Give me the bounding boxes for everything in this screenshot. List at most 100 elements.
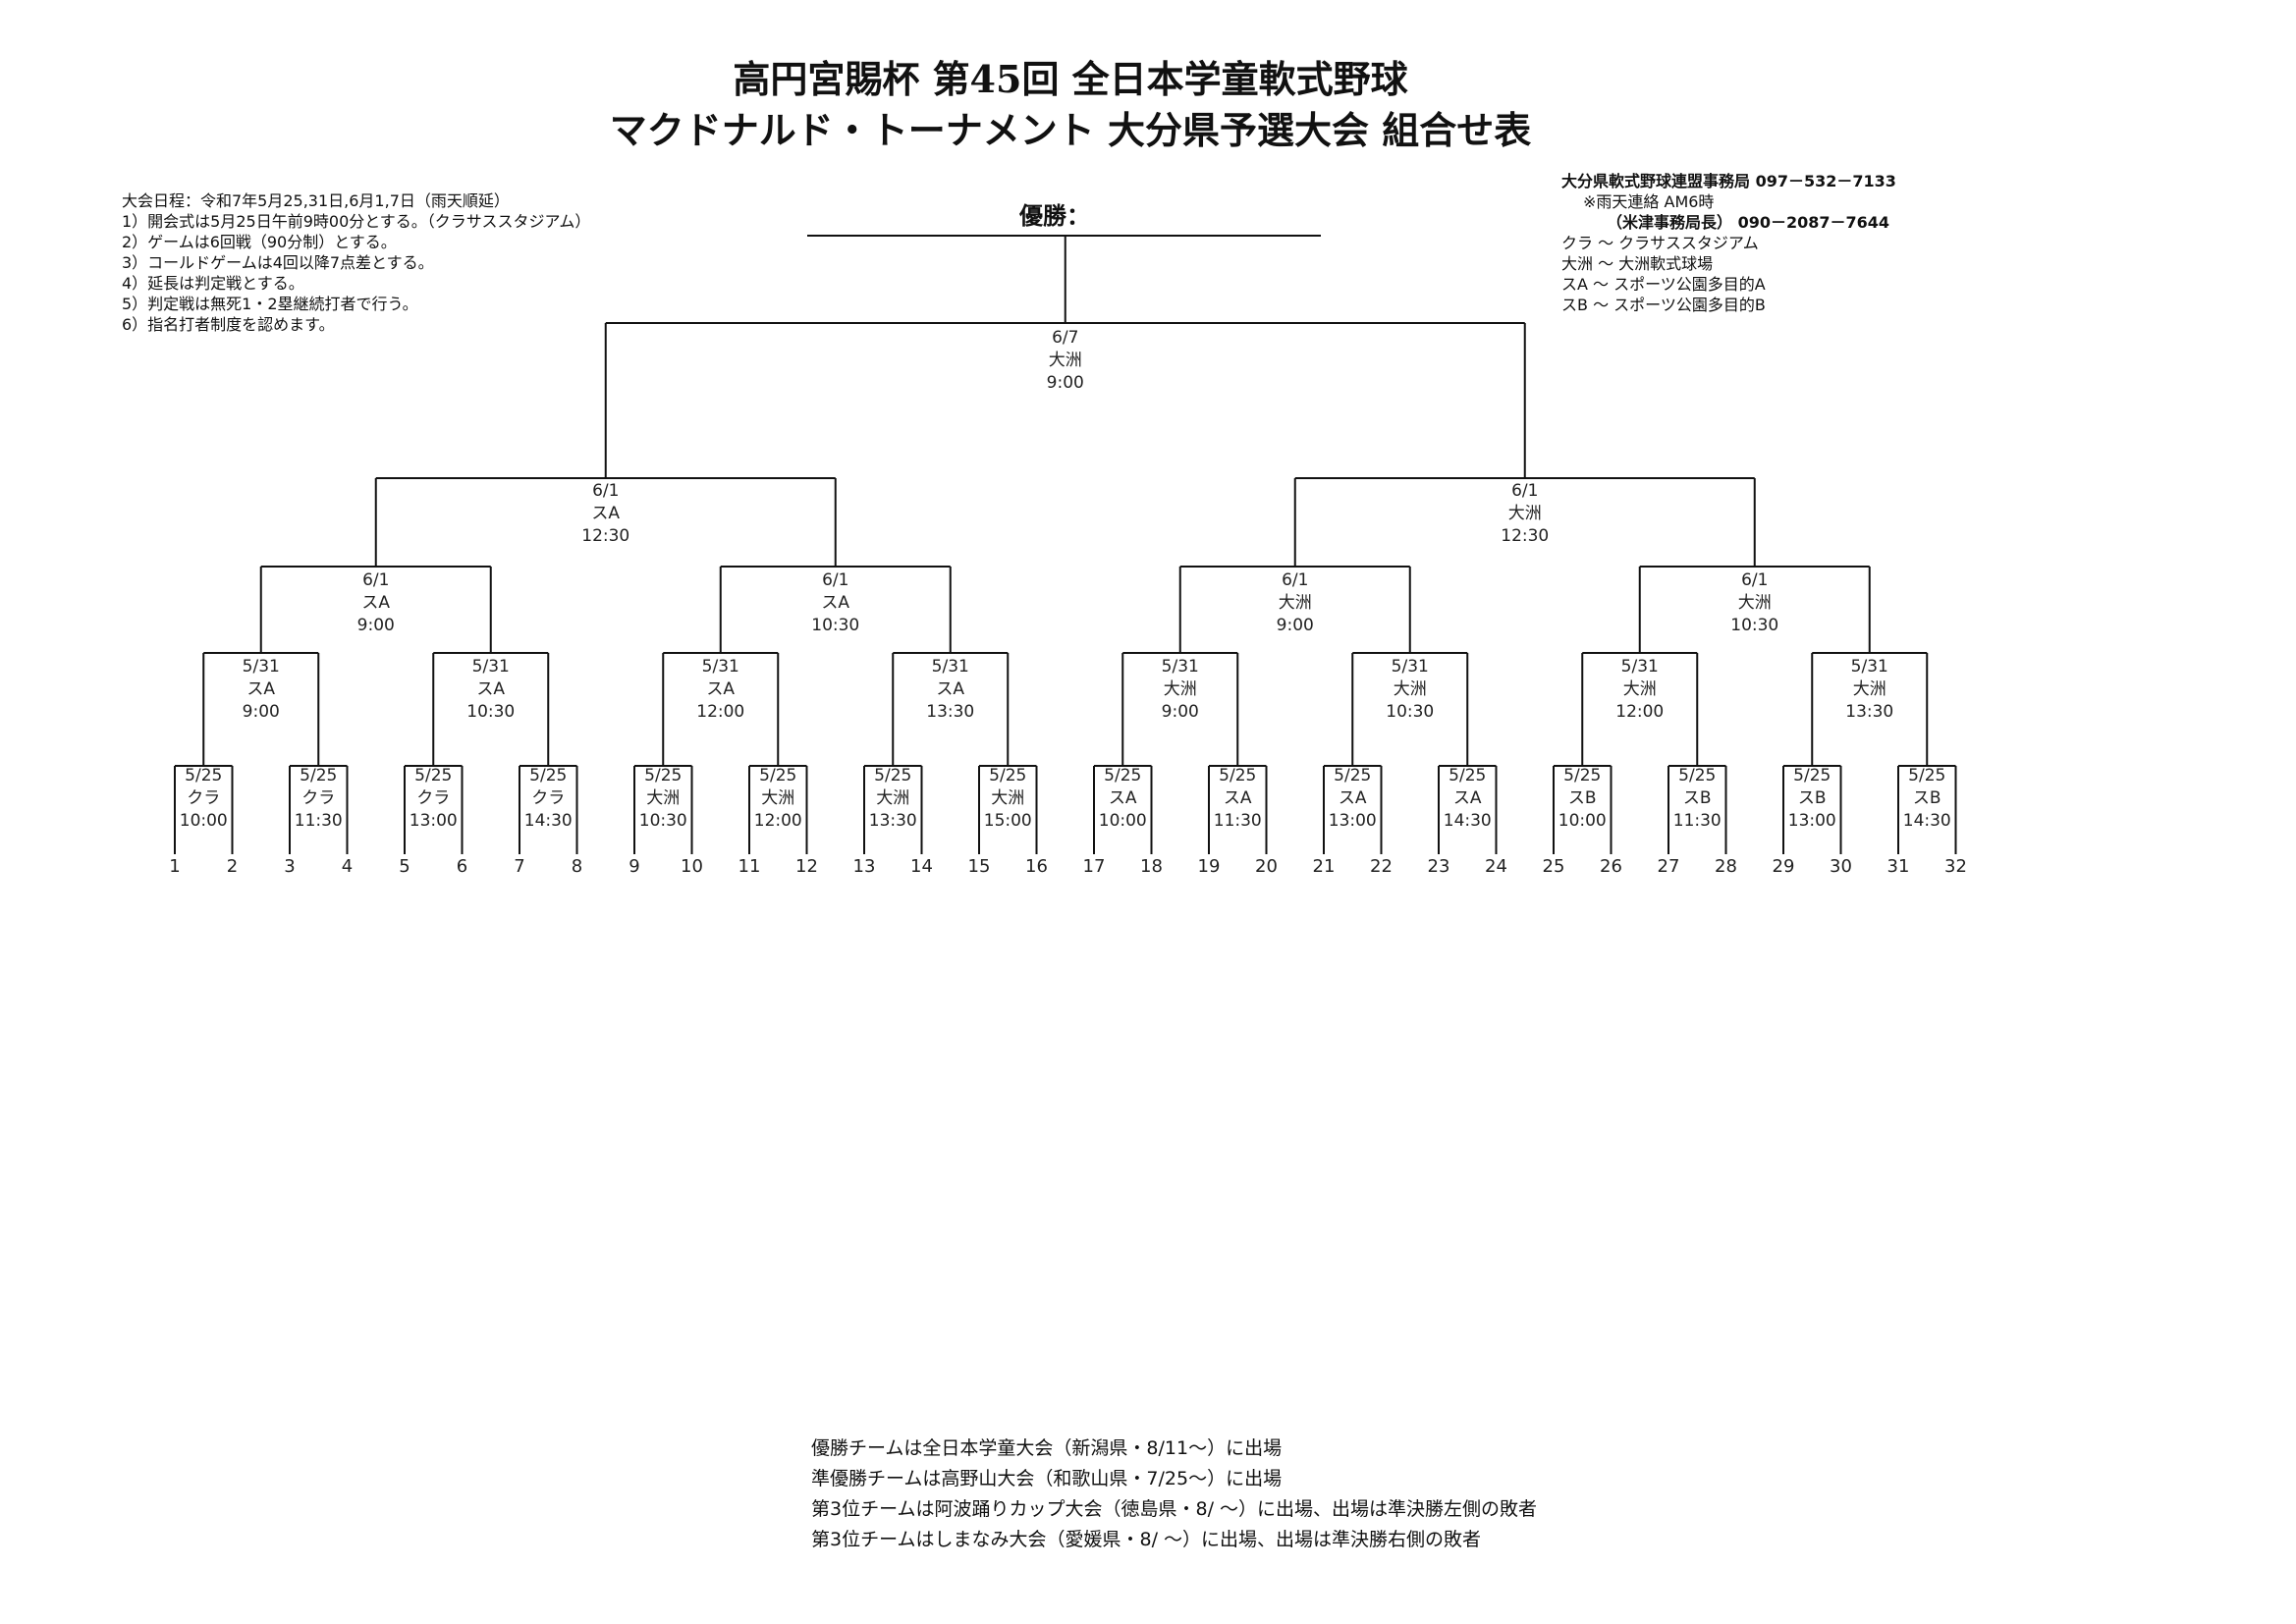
- match-venue: クラ: [531, 788, 565, 808]
- team-slot-number: 31: [1887, 856, 1910, 877]
- match-date: 5/25: [989, 766, 1026, 785]
- team-slot-number: 16: [1025, 856, 1048, 877]
- match-date: 5/25: [1219, 766, 1256, 785]
- match-venue: 大洲: [876, 788, 909, 808]
- match-venue: 大洲: [1279, 593, 1312, 613]
- office-phone: 大分県軟式野球連盟事務局 097－532－7133: [1561, 172, 1896, 190]
- team-slot-number: 28: [1715, 856, 1737, 877]
- match-venue: スA: [361, 593, 390, 613]
- rain-contact: ※雨天連絡 AM6時: [1583, 192, 1715, 211]
- match-date: 5/25: [1563, 766, 1601, 785]
- team-slot-number: 22: [1370, 856, 1393, 877]
- match-date: 6/1: [362, 570, 389, 590]
- rule-line: 2）ゲームは6回戦（90分制）とする。: [122, 233, 397, 251]
- team-slot-number: 15: [968, 856, 991, 877]
- match-date: 5/31: [702, 657, 739, 677]
- match-time: 13:30: [869, 811, 917, 831]
- team-slot-number: 30: [1830, 856, 1852, 877]
- rule-line: 6）指名打者制度を認めます。: [122, 315, 335, 334]
- note-line: 準優勝チームは高野山大会（和歌山県・7/25～）に出場: [811, 1468, 1283, 1489]
- match-time: 10:00: [1099, 811, 1147, 831]
- match-date: 6/1: [822, 570, 848, 590]
- match-time: 10:00: [180, 811, 228, 831]
- match-time: 11:30: [1214, 811, 1262, 831]
- venue-legend-item: 大洲 ～ 大洲軟式球場: [1561, 254, 1714, 273]
- team-slot-number: 5: [399, 856, 410, 877]
- contact-block: 大分県軟式野球連盟事務局 097－532－7133 ※雨天連絡 AM6時 （米津…: [1561, 171, 1896, 315]
- match-venue: スA: [591, 504, 620, 523]
- team-slot-number: 20: [1255, 856, 1278, 877]
- match-time: 9:00: [1277, 616, 1314, 635]
- match-time: 12:00: [754, 811, 802, 831]
- match-venue: スA: [1339, 788, 1367, 808]
- team-slot-number: 13: [853, 856, 876, 877]
- match-date: 5/25: [1104, 766, 1141, 785]
- match-venue: クラ: [301, 788, 335, 808]
- match-date: 5/31: [472, 657, 510, 677]
- match-venue: スA: [1453, 788, 1482, 808]
- manager-phone: （米津事務局長） 090－2087－7644: [1607, 213, 1890, 232]
- match-time: 11:30: [1673, 811, 1722, 831]
- match-venue: 大洲: [991, 788, 1024, 808]
- team-slot-number: 11: [738, 856, 761, 877]
- match-time: 11:30: [295, 811, 343, 831]
- title-line-1: 高円宮賜杯 第45回 全日本学童軟式野球: [733, 57, 1408, 101]
- team-slot-number: 19: [1198, 856, 1221, 877]
- match-time: 10:30: [811, 616, 859, 635]
- rule-line: 4）延長は判定戦とする。: [122, 274, 304, 293]
- title-line-2: マクドナルド・トーナメント 大分県予選大会 組合せ表: [609, 108, 1532, 152]
- team-slot-number: 29: [1773, 856, 1795, 877]
- team-slot-number: 17: [1083, 856, 1106, 877]
- venue-legend-item: クラ ～ クラサススタジアム: [1561, 234, 1759, 252]
- match-venue: 大洲: [1164, 679, 1197, 699]
- match-time: 10:00: [1558, 811, 1607, 831]
- team-slot-number: 6: [457, 856, 467, 877]
- match-venue: 大洲: [1623, 679, 1657, 699]
- match-venue: スA: [821, 593, 849, 613]
- match-venue: スB: [1798, 788, 1827, 808]
- match-time: 14:30: [524, 811, 573, 831]
- match-date: 5/25: [185, 766, 222, 785]
- match-date: 5/31: [1851, 657, 1888, 677]
- match-date: 5/31: [1621, 657, 1659, 677]
- schedule-line: 大会日程：令和7年5月25,31日,6月1,7日（雨天順延）: [122, 191, 510, 210]
- match-date: 6/1: [1282, 570, 1308, 590]
- team-slot-number: 3: [284, 856, 295, 877]
- team-slot-number: 25: [1543, 856, 1565, 877]
- match-venue: スA: [706, 679, 735, 699]
- match-venue: スA: [476, 679, 505, 699]
- match-venue: 大洲: [1853, 679, 1886, 699]
- match-date: 5/25: [529, 766, 567, 785]
- match-time: 13:30: [1845, 702, 1893, 722]
- team-slot-number: 10: [681, 856, 703, 877]
- match-date: 5/25: [1334, 766, 1371, 785]
- match-venue: スB: [1913, 788, 1941, 808]
- match-time: 9:00: [357, 616, 395, 635]
- match-time: 15:00: [984, 811, 1032, 831]
- match-venue: 大洲: [1049, 351, 1082, 370]
- champion-line: [807, 235, 1321, 237]
- match-time: 14:30: [1903, 811, 1951, 831]
- team-slot-number: 4: [342, 856, 353, 877]
- match-time: 13:00: [410, 811, 458, 831]
- match-venue: スA: [246, 679, 275, 699]
- match-venue: 大洲: [1394, 679, 1427, 699]
- match-time: 12:00: [696, 702, 744, 722]
- match-time: 9:00: [1162, 702, 1199, 722]
- match-date: 6/7: [1052, 328, 1078, 348]
- match-date: 5/25: [1449, 766, 1486, 785]
- note-line: 第3位チームはしまなみ大会（愛媛県・8/ ～）に出場、出場は準決勝右側の敗者: [811, 1529, 1482, 1550]
- match-time: 10:30: [466, 702, 515, 722]
- team-slot-number: 23: [1428, 856, 1450, 877]
- match-date: 5/25: [414, 766, 452, 785]
- match-date: 5/25: [300, 766, 337, 785]
- qualification-notes: 優勝チームは全日本学童大会（新潟県・8/11～）に出場 準優勝チームは高野山大会…: [811, 1434, 1537, 1555]
- match-date: 6/1: [1741, 570, 1768, 590]
- match-date: 5/31: [932, 657, 969, 677]
- match-date: 5/31: [1392, 657, 1429, 677]
- match-date: 5/25: [1793, 766, 1831, 785]
- match-date: 5/31: [1162, 657, 1199, 677]
- team-slot-number: 1: [169, 856, 180, 877]
- match-venue: クラ: [187, 788, 220, 808]
